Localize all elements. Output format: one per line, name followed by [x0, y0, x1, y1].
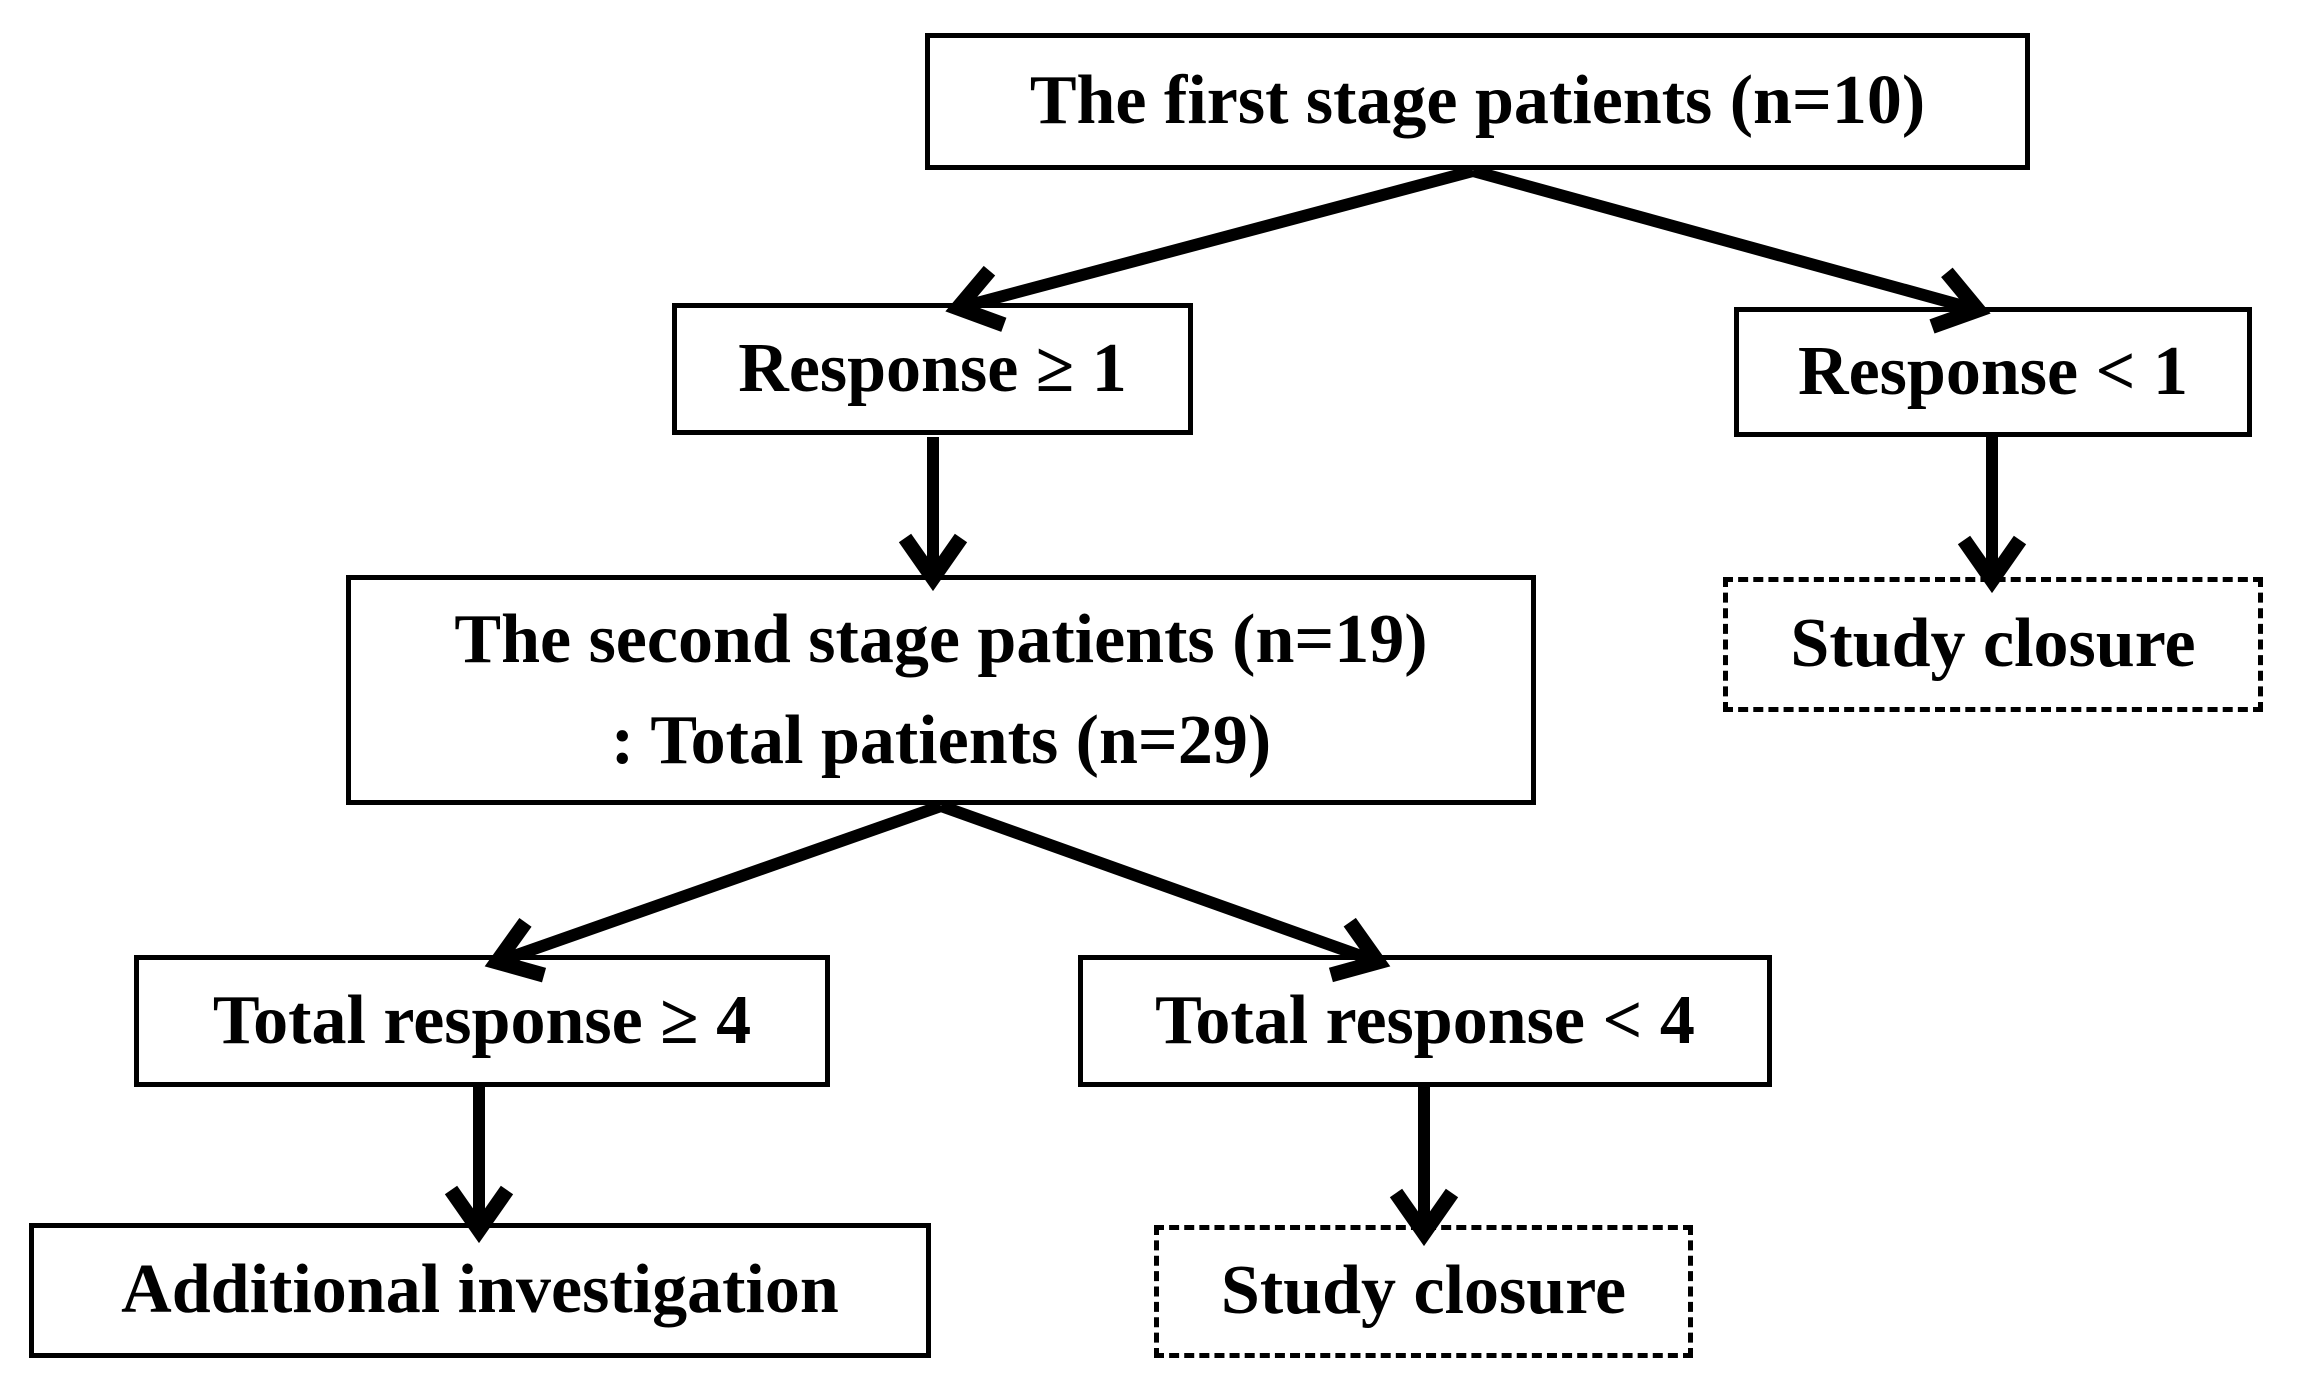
node-second-stage-line2: : Total patients (n=29)	[610, 702, 1272, 779]
connector-arrow-second-stage-to-total-lt4	[938, 800, 1391, 983]
node-total-response-lt4: Total response < 4	[1078, 955, 1772, 1087]
node-response-lt1: Response < 1	[1734, 307, 2252, 437]
connector-arrow-first-to-response-ge1	[945, 165, 1475, 332]
node-second-stage-line1: The second stage patients (n=19)	[454, 600, 1428, 678]
node-additional-investigation: Additional investigation	[29, 1223, 931, 1358]
node-additional-investigation-label: Additional investigation	[121, 1251, 839, 1329]
node-study-closure-bottom: Study closure	[1154, 1225, 1693, 1358]
node-first-stage-patients: The first stage patients (n=10)	[925, 33, 2030, 170]
node-total-response-ge4-label: Total response ≥ 4	[212, 981, 752, 1059]
connector-arrow-first-to-response-lt1	[1471, 165, 1991, 334]
node-second-stage-patients: The second stage patients (n=19) : Total…	[346, 575, 1536, 805]
node-total-response-lt4-label: Total response < 4	[1155, 981, 1695, 1059]
node-total-response-ge4: Total response ≥ 4	[134, 955, 830, 1087]
node-response-ge1: Response ≥ 1	[672, 303, 1193, 435]
node-response-lt1-label: Response < 1	[1798, 332, 2188, 410]
node-response-ge1-label: Response ≥ 1	[738, 329, 1127, 407]
node-first-stage-label: The first stage patients (n=10)	[1029, 62, 1926, 140]
node-study-closure-right: Study closure	[1723, 577, 2263, 712]
node-study-closure-right-label: Study closure	[1790, 605, 2196, 683]
connector-arrow-second-stage-to-total-ge4	[484, 800, 943, 983]
node-study-closure-bottom-label: Study closure	[1220, 1252, 1627, 1330]
